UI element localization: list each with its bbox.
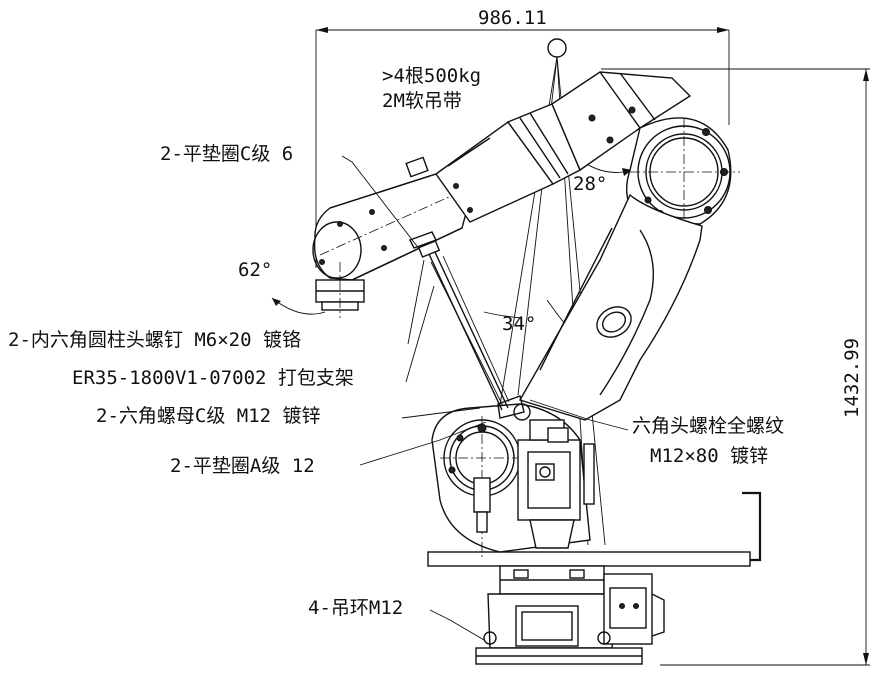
washer-a-label: 2-平垫圈A级 12	[170, 455, 315, 477]
bracket-label: ER35-1800V1-07002 打包支架	[72, 367, 354, 389]
forearm-body	[312, 71, 692, 281]
washer-c-label: 2-平垫圈C级 6	[160, 143, 293, 165]
eyebolt-label: 4-吊环M12	[308, 597, 403, 619]
wrist-flange	[315, 262, 365, 318]
robot-base	[427, 403, 762, 665]
nut-label: 2-六角螺母C级 M12 镀锌	[96, 405, 321, 427]
height-dimension: 1432.99	[601, 68, 870, 666]
sling-spec-line2: 2M软吊带	[382, 90, 462, 112]
sling-spec-line1: >4根500kg	[382, 65, 481, 87]
width-dimension-value: 986.11	[478, 7, 547, 29]
socket-screw-label: 2-内六角圆柱头螺钉 M6×20 镀铬	[8, 329, 301, 351]
angle-62-label: 62°	[238, 259, 272, 281]
angle-34-label: 34°	[502, 313, 536, 335]
packing-bracket	[417, 240, 525, 419]
angle-28-label: 28°	[573, 173, 607, 195]
leader-lines	[341, 155, 629, 641]
upper-arm-link	[518, 193, 703, 421]
lifting-hook-circle	[547, 38, 567, 58]
hex-bolt-label-line2: M12×80 镀锌	[650, 445, 768, 467]
hex-bolt-label-line1: 六角头螺栓全螺纹	[632, 415, 784, 437]
width-dimension: 986.11	[315, 7, 730, 268]
height-dimension-value: 1432.99	[841, 338, 863, 418]
elbow-joint	[626, 117, 740, 226]
